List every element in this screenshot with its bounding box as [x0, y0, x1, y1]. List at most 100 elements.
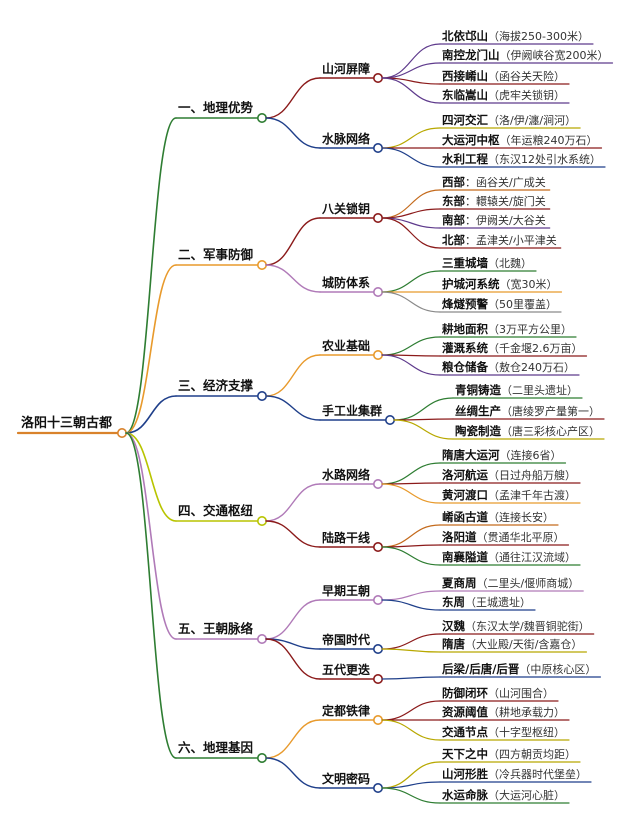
leaf-title: 西部: [442, 175, 465, 189]
leaf-connector: [381, 648, 441, 653]
group-connector: [265, 264, 321, 293]
leaf-note: （大运河心脏）: [488, 788, 565, 802]
group-connector: [265, 77, 321, 119]
branch-toggle-knob[interactable]: [256, 633, 267, 644]
leaf-note: （王城遗址）: [465, 595, 531, 609]
leaf-connector: [381, 43, 441, 79]
leaf-note: （孟津千年古渡）: [488, 488, 576, 502]
leaf-item: 护城河系统（宽30米）: [442, 277, 558, 291]
branch-label: 六、地理基因: [178, 740, 253, 755]
root-toggle-knob[interactable]: [117, 427, 128, 438]
group-toggle-knob[interactable]: [373, 73, 384, 84]
branch-label: 五、王朝脉络: [178, 621, 254, 636]
leaf-title: 青铜铸造: [455, 383, 501, 397]
group-connector: [265, 757, 321, 789]
leaf-connector: [381, 462, 441, 485]
branch-connector: [125, 264, 177, 434]
group-label: 山河屏障: [322, 61, 370, 76]
group-toggle-knob[interactable]: [373, 286, 384, 297]
leaf-note: （贯通华北平原）: [477, 530, 565, 544]
leaf-connector: [381, 700, 441, 721]
leaf-connector: [393, 419, 454, 440]
leaf-note: （东汉12处引水系统）: [488, 152, 601, 166]
branch-label: 一、地理优势: [178, 100, 254, 115]
group-connector: [265, 483, 321, 522]
group-label: 水路网络: [322, 467, 370, 482]
group-toggle-knob[interactable]: [373, 714, 384, 725]
group-toggle-knob[interactable]: [373, 143, 384, 154]
leaf-title: 南襄隘道: [442, 550, 488, 564]
leaf-connector: [381, 590, 441, 601]
leaf-note: （洛/伊/瀍/涧河）: [488, 113, 576, 127]
leaf-connector: [381, 524, 441, 548]
group-toggle-knob[interactable]: [373, 643, 384, 654]
group-connector: [265, 217, 321, 266]
leaf-title: 天下之中: [442, 747, 488, 761]
branch-label: 三、经济支撑: [178, 378, 254, 393]
group-label: 早期王朝: [322, 583, 370, 598]
group-label: 五代更迭: [322, 662, 370, 677]
leaf-item: 水利工程（东汉12处引水系统）: [442, 152, 601, 166]
leaf-connector: [381, 787, 441, 804]
leaf-note: （连接长安）: [488, 510, 554, 524]
group-label: 八关锁钥: [321, 201, 370, 216]
leaf-item: 隋唐（大业殿/天街/含嘉仓）: [442, 637, 582, 651]
leaf-item: 南控龙门山（伊阙峡谷宽200米）: [442, 48, 609, 62]
group-toggle-knob[interactable]: [373, 213, 384, 224]
leaf-connector: [381, 270, 441, 293]
group-toggle-knob[interactable]: [373, 782, 384, 793]
leaf-item: 丝绸生产（唐绫罗产量第一）: [455, 404, 600, 418]
branch-toggle-knob[interactable]: [256, 752, 267, 763]
group-toggle-knob[interactable]: [385, 414, 396, 425]
group-toggle-knob[interactable]: [373, 478, 384, 489]
leaf-item: 洛河航运（日过舟船万艘）: [442, 468, 576, 482]
group-label: 定都铁律: [322, 703, 370, 718]
leaf-item: 东部：轘辕关/旋门关: [442, 194, 546, 208]
leaf-item: 汉魏（东汉太学/魏晋铜驼街）: [442, 619, 590, 633]
leaf-title: 北部: [442, 233, 465, 247]
leaf-item: 南部：伊阙关/大谷关: [442, 213, 546, 227]
leaf-item: 粮仓储备（敖仓240万石）: [442, 360, 575, 374]
group-toggle-knob[interactable]: [373, 673, 384, 684]
leaf-item: 西接崤山（函谷关天险）: [442, 69, 565, 83]
branch-toggle-knob[interactable]: [256, 515, 267, 526]
group-label: 手工业集群: [322, 403, 382, 418]
group-label: 陆路干线: [322, 530, 370, 545]
leaf-title: 东部: [442, 194, 465, 208]
leaf-item: 南襄隘道（通往江汉流域）: [442, 550, 576, 564]
leaf-title: 夏商周: [442, 576, 477, 590]
group-toggle-knob[interactable]: [373, 349, 384, 360]
leaf-note: （年运粮240万石）: [500, 133, 598, 147]
branch-toggle-knob[interactable]: [256, 113, 267, 124]
branch-toggle-knob[interactable]: [256, 259, 267, 270]
branch-connector: [125, 395, 177, 434]
leaf-item: 三重城墙（北魏）: [442, 256, 532, 270]
group-connector: [265, 395, 321, 421]
group-toggle-knob[interactable]: [373, 541, 384, 552]
leaf-title: 水利工程: [442, 152, 488, 166]
leaf-connector: [381, 546, 441, 566]
group-label: 文明密码: [322, 771, 370, 786]
root-label: 洛阳十三朝古都: [21, 415, 112, 431]
leaf-connector: [381, 62, 441, 79]
leaf-title: 四河交汇: [442, 113, 488, 127]
leaf-note: （伊阙峡谷宽200米）: [500, 48, 609, 62]
group-connector: [265, 719, 321, 759]
leaf-title: 水运命脉: [442, 788, 488, 802]
leaf-note: （函谷关天险）: [488, 69, 565, 83]
leaf-item: 东临嵩山（虎牢关锁钥）: [442, 88, 565, 102]
leaf-title: 丝绸生产: [455, 404, 501, 418]
leaf-connector: [393, 397, 454, 421]
leaf-connector: [381, 599, 441, 611]
leaf-item: 天下之中（四方朝贡均距）: [442, 747, 576, 761]
leaf-note: （冷兵器时代堡垒）: [488, 767, 587, 781]
branch-toggle-knob[interactable]: [256, 390, 267, 401]
leaf-note: ：孟津关/小平津关: [465, 233, 557, 247]
leaf-note: （唐绫罗产量第一）: [501, 404, 600, 418]
group-label: 帝国时代: [322, 632, 370, 647]
group-toggle-knob[interactable]: [373, 594, 384, 605]
leaf-item: 洛阳道（贯通华北平原）: [442, 530, 565, 544]
leaf-item: 防御闭环（山河围合）: [442, 686, 554, 700]
leaf-title: 耕地面积: [441, 322, 488, 336]
